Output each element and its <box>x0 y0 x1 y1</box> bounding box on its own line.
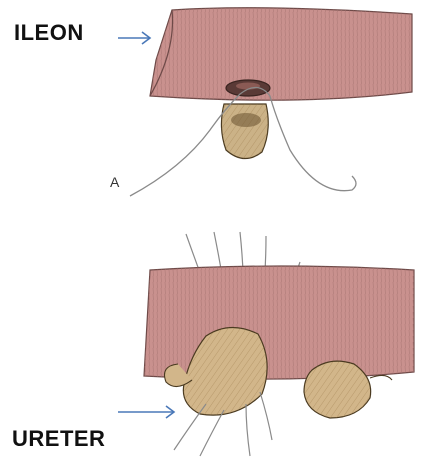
ureter-stump-top <box>221 104 268 159</box>
ileum-label: ILEON <box>14 20 84 46</box>
arrow-icon <box>118 32 150 44</box>
ileum-segment-top <box>150 8 412 100</box>
ureter-label: URETER <box>12 426 105 452</box>
ileum-segment-bottom <box>144 266 414 379</box>
arrow-icon <box>118 406 174 418</box>
suture-marker-label: A <box>110 174 119 190</box>
